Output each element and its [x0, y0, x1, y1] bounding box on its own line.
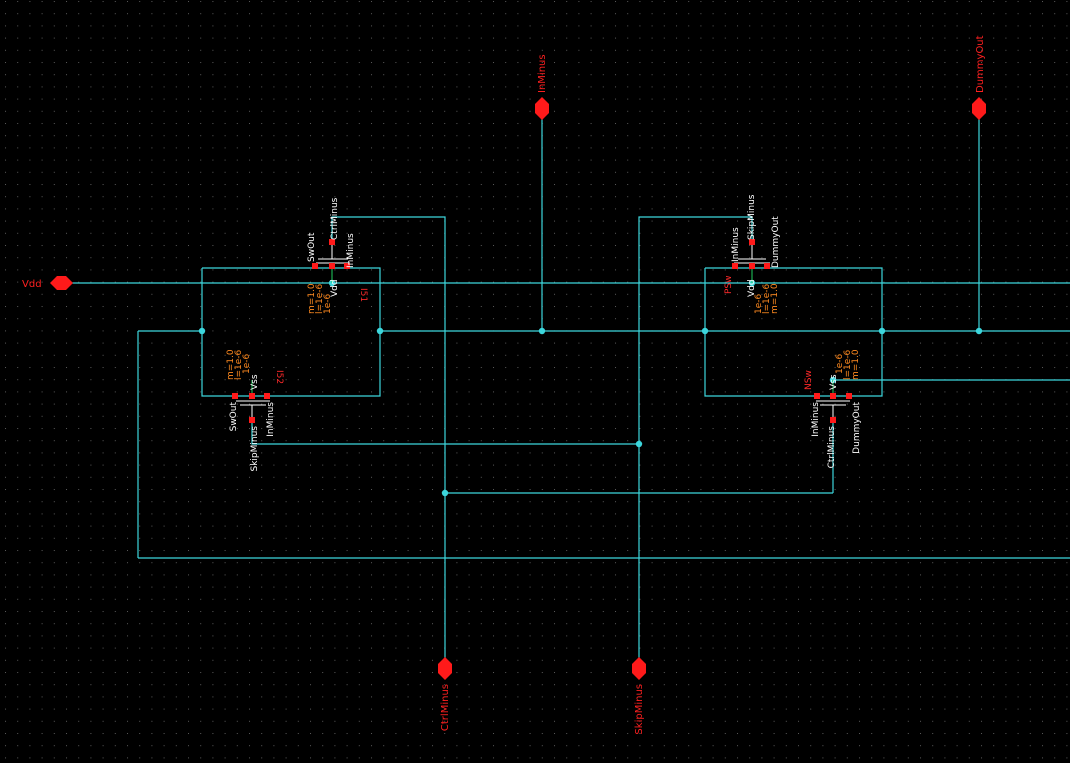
- terminal-inminus[interactable]: [814, 393, 820, 399]
- terminal-dummyout[interactable]: [846, 393, 852, 399]
- device-instance-label: PSw: [724, 275, 734, 294]
- device-param: l=1e-6: [234, 349, 244, 380]
- pin-label: DummyOut: [975, 35, 986, 93]
- pin-skipminus[interactable]: SkipMinus: [632, 657, 646, 735]
- device-nsw[interactable]: InMinus CtrlMinus DummyOut Vss 1e-6 l=1e…: [804, 349, 862, 468]
- terminal-bulk[interactable]: [830, 393, 836, 399]
- terminal-label: SwOut: [229, 402, 239, 432]
- pin-dummyout[interactable]: DummyOut: [972, 35, 986, 120]
- terminal-label: InMinus: [731, 227, 741, 262]
- terminal-label: SwOut: [307, 232, 317, 262]
- pin-inminus[interactable]: InMinus: [535, 54, 549, 120]
- pin-label: SkipMinus: [634, 684, 645, 735]
- terminal-bulk[interactable]: [329, 263, 335, 269]
- junction-dot: [538, 327, 546, 335]
- pin-label: Vdd: [22, 279, 42, 290]
- device-instance-label: I51: [358, 288, 368, 302]
- terminal-inminus[interactable]: [344, 263, 350, 269]
- terminal-label: Vdd: [747, 279, 757, 297]
- terminal-skipminus[interactable]: [749, 239, 755, 245]
- junction-dot: [975, 327, 983, 335]
- junction-dot: [701, 327, 709, 335]
- terminal-ctrlminus[interactable]: [830, 417, 836, 423]
- device-psw[interactable]: InMinus SkipMinus DummyOut Vdd 1e-6 l=1e…: [724, 194, 781, 314]
- device-param: 1e-6: [754, 293, 764, 314]
- wire-left-box[interactable]: [201, 267, 381, 397]
- device-i52[interactable]: SwOut SkipMinus InMinus Vss m=1.0 l=1e-6…: [226, 349, 284, 471]
- terminal-label: Vdd: [330, 279, 340, 297]
- pin-shape[interactable]: [632, 657, 646, 680]
- device-i51[interactable]: SwOut CtrlMinus InMinus Vdd m=1.0 l=1e-6…: [307, 197, 368, 314]
- terminal-label: SkipMinus: [747, 194, 757, 240]
- terminal-label: CtrlMinus: [827, 426, 837, 469]
- device-param: 1e-6: [323, 293, 333, 314]
- terminal-ctrlminus[interactable]: [329, 239, 335, 245]
- pin-ctrlminus[interactable]: CtrlMinus: [438, 657, 452, 731]
- device-param: m=1.0: [770, 283, 780, 314]
- terminal-label: SkipMinus: [250, 426, 260, 472]
- junctions: [198, 279, 983, 497]
- terminal-label: InMinus: [346, 233, 356, 268]
- device-param: 1e-6: [242, 353, 252, 374]
- junction-dot: [635, 440, 643, 448]
- junction-dot: [376, 327, 384, 335]
- device-param: m=1.0: [226, 349, 236, 380]
- pin-shape[interactable]: [438, 657, 452, 680]
- terminal-dummyout[interactable]: [764, 263, 770, 269]
- device-param: m=1.0: [307, 283, 317, 314]
- terminal-skipminus[interactable]: [249, 417, 255, 423]
- terminal-label: Vss: [250, 374, 260, 390]
- device-param: l=1e-6: [762, 283, 772, 314]
- pin-shape[interactable]: [50, 276, 73, 290]
- device-param: l=1e-6: [315, 283, 325, 314]
- wire-right-box[interactable]: [704, 267, 883, 397]
- terminal-swout[interactable]: [232, 393, 238, 399]
- wire-skipminus-route[interactable]: [251, 420, 639, 445]
- device-param: 1e-6: [835, 353, 845, 374]
- terminal-inminus[interactable]: [732, 263, 738, 269]
- terminal-bulk[interactable]: [249, 393, 255, 399]
- junction-dot: [198, 327, 206, 335]
- pin-shape[interactable]: [972, 97, 986, 120]
- device-param: m=1.0: [851, 349, 861, 380]
- junction-dot: [441, 489, 449, 497]
- junction-dot: [878, 327, 886, 335]
- terminal-label: Vss: [829, 374, 839, 390]
- device-param: l=1e-6: [843, 349, 853, 380]
- pin-shape[interactable]: [535, 97, 549, 120]
- pin-label: InMinus: [537, 54, 548, 93]
- pin-label: CtrlMinus: [440, 684, 451, 731]
- pin-vdd[interactable]: Vdd: [22, 276, 73, 290]
- terminal-inminus[interactable]: [264, 393, 270, 399]
- wire-skipminus-vertical[interactable]: [638, 216, 753, 660]
- wires: [70, 118, 1070, 660]
- terminal-swout[interactable]: [312, 263, 318, 269]
- terminal-label: CtrlMinus: [330, 197, 340, 240]
- wire-ctrlminus-route[interactable]: [331, 216, 446, 660]
- terminal-bulk[interactable]: [749, 263, 755, 269]
- terminal-label: InMinus: [266, 402, 276, 437]
- device-instance-label: NSw: [804, 370, 814, 390]
- device-instance-label: I52: [274, 370, 284, 384]
- terminal-label: DummyOut: [771, 216, 781, 268]
- terminal-label: DummyOut: [852, 402, 862, 454]
- terminal-label: InMinus: [811, 402, 821, 437]
